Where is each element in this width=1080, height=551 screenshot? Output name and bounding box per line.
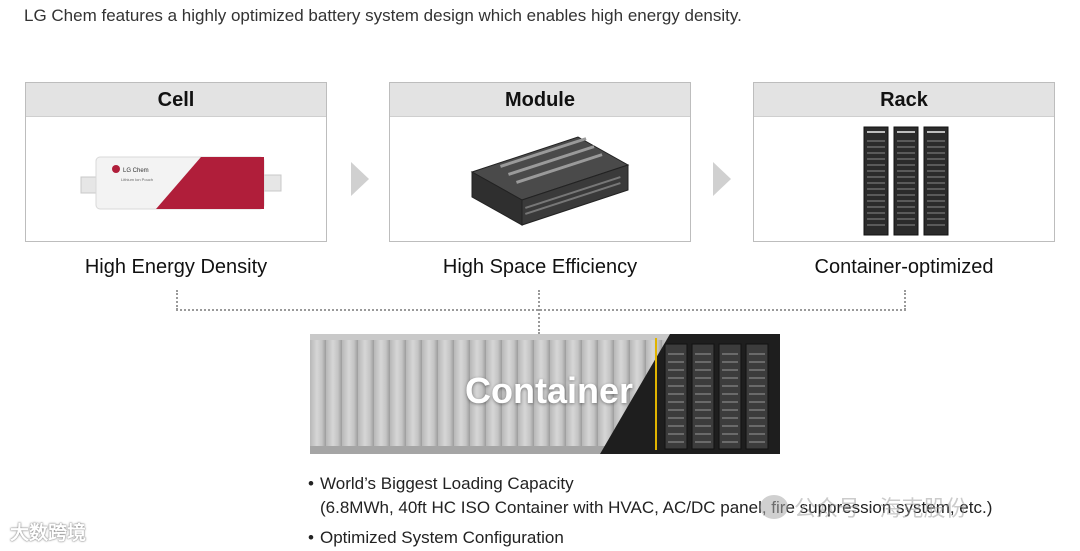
battery-cell-icon: LG Chem Lithium Ion Pouch [26,117,326,243]
arrow-right-icon [713,162,731,196]
connector-line [176,290,178,310]
connector-line [904,290,906,310]
arrow-right-icon [351,162,369,196]
battery-module-icon [390,117,690,243]
rack-illustration [754,117,1054,243]
rack-caption: Container-optimized [753,256,1055,279]
module-stage-title: Module [390,83,690,117]
module-illustration [390,117,690,243]
cell-pouch-label: Lithium Ion Pouch [121,177,153,182]
container-title: Container [465,370,633,412]
cell-stage-box: Cell LG Chem Lithium Ion Pouch [25,82,327,242]
rack-stage-title: Rack [754,83,1054,117]
container-illustration: Container [310,334,780,454]
watermark-right: 公众号 · 海克股份 [760,491,968,523]
bullet-dot: • [308,472,314,496]
cell-brand-label: LG Chem [123,168,149,174]
connector-line [538,290,540,334]
module-caption: High Space Efficiency [389,256,691,279]
cell-illustration: LG Chem Lithium Ion Pouch [26,117,326,243]
intro-text: LG Chem features a highly optimized batt… [24,6,742,26]
connector-line [176,309,906,311]
cell-caption: High Energy Density [25,256,327,279]
bullet-dot: • [308,526,314,550]
bullet-text: Optimized System Configuration [320,528,564,547]
watermark-right-text: 公众号 · 海克股份 [794,491,968,523]
cell-stage-title: Cell [26,83,326,117]
rack-stage-box: Rack [753,82,1055,242]
wechat-icon [760,495,788,519]
module-stage-box: Module [389,82,691,242]
bullet-text: World’s Biggest Loading Capacity [320,474,574,493]
watermark-left: 大数跨境 [10,518,86,545]
battery-rack-icon [754,117,1054,243]
bullet-item: • Optimized System Configuration [308,526,992,550]
